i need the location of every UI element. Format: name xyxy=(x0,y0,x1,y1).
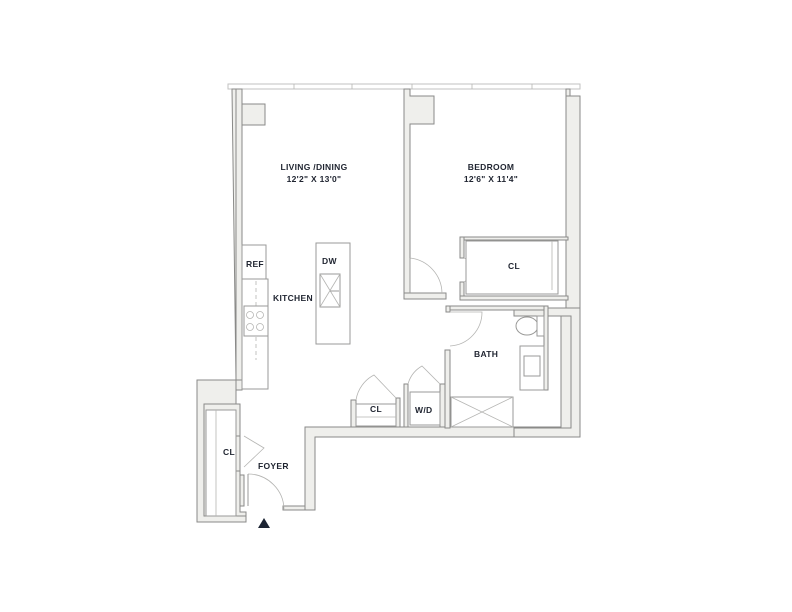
bath-label: BATH xyxy=(474,349,499,359)
entry-arrow-icon xyxy=(258,518,270,528)
foyer-label: FOYER xyxy=(258,461,289,471)
bedroom-dimensions: 12'6" X 11'4" xyxy=(463,174,519,184)
bedroom-closet-label: CL xyxy=(508,261,520,271)
kitchen-counter xyxy=(241,242,351,390)
living-dimensions: 12'2" X 13'0" xyxy=(286,174,342,184)
living-name: LIVING /DINING xyxy=(280,162,348,172)
bath-fixtures xyxy=(450,315,545,428)
bedroom-name: BEDROOM xyxy=(467,162,515,172)
wd-label: W/D xyxy=(415,405,433,415)
dw-label: DW xyxy=(322,256,337,266)
foyer-closet-label: CL xyxy=(223,447,235,457)
closet-fixtures xyxy=(205,240,559,517)
room-label-living: LIVING /DINING 12'2" X 13'0" xyxy=(274,161,354,185)
hall-closet-label: CL xyxy=(370,404,382,414)
room-label-bedroom: BEDROOM 12'6" X 11'4" xyxy=(451,161,531,185)
interior-walls xyxy=(235,236,569,507)
windows xyxy=(227,83,581,90)
ref-label: REF xyxy=(246,259,264,269)
kitchen-label: KITCHEN xyxy=(273,293,313,303)
